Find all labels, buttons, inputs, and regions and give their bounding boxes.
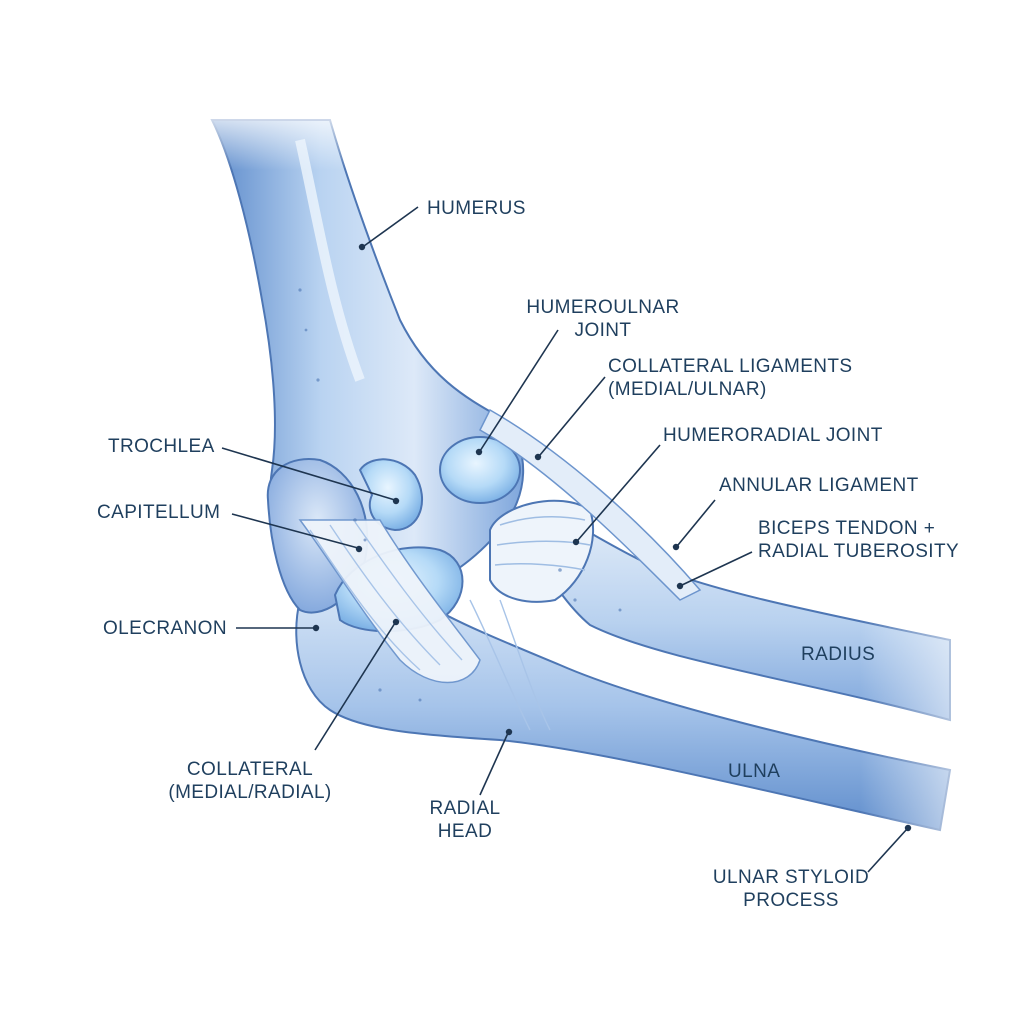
- leader-lines: [221, 206, 912, 873]
- annular-ligament-shape: [489, 499, 595, 603]
- label-humeroradial-joint: HUMERORADIAL JOINT: [663, 425, 883, 446]
- trochlea-shape: [358, 458, 424, 532]
- label-humerus: HUMERUS: [427, 198, 526, 219]
- label-radius: RADIUS: [801, 644, 876, 665]
- label-capitellum: CAPITELLUM: [97, 502, 221, 523]
- label-collateral-ligaments-line1: COLLATERAL LIGAMENTS: [608, 356, 853, 377]
- label-ulnar-styloid-line1: ULNAR STYLOID: [712, 867, 870, 888]
- label-ulna: ULNA: [728, 761, 781, 782]
- label-radial-head-line1: RADIAL: [429, 798, 501, 819]
- label-humeroulnar-joint: HUMEROULNAR JOINT: [508, 296, 698, 342]
- label-radial-head: RADIAL HEAD: [410, 797, 520, 843]
- label-collateral-radial-line1: COLLATERAL: [186, 759, 314, 780]
- capitellum-shape: [439, 436, 521, 504]
- label-biceps-tendon-line1: BICEPS TENDON +: [758, 518, 936, 539]
- label-collateral-ligaments: COLLATERAL LIGAMENTS (MEDIAL/ULNAR): [608, 355, 853, 401]
- label-radial-head-line2: HEAD: [437, 821, 493, 842]
- label-biceps-tendon: BICEPS TENDON + RADIAL TUBEROSITY: [758, 517, 959, 563]
- label-biceps-tendon-line2: RADIAL TUBEROSITY: [758, 541, 960, 562]
- label-collateral-ligaments-line2: (MEDIAL/ULNAR): [608, 379, 767, 400]
- label-collateral-radial-line2: (MEDIAL/RADIAL): [168, 782, 332, 803]
- label-ulnar-styloid: ULNAR STYLOID PROCESS: [696, 866, 886, 912]
- label-trochlea: TROCHLEA: [108, 436, 215, 457]
- collateral-ligament-fibers: [298, 519, 481, 684]
- label-humeroulnar-joint-line1: HUMEROULNAR: [526, 297, 680, 318]
- label-ulnar-styloid-line2: PROCESS: [743, 890, 839, 911]
- label-annular-ligament: ANNULAR LIGAMENT: [719, 475, 919, 496]
- label-olecranon: OLECRANON: [103, 618, 227, 639]
- label-collateral-radial: COLLATERAL (MEDIAL/RADIAL): [160, 758, 340, 804]
- label-humeroulnar-joint-line2: JOINT: [574, 320, 632, 341]
